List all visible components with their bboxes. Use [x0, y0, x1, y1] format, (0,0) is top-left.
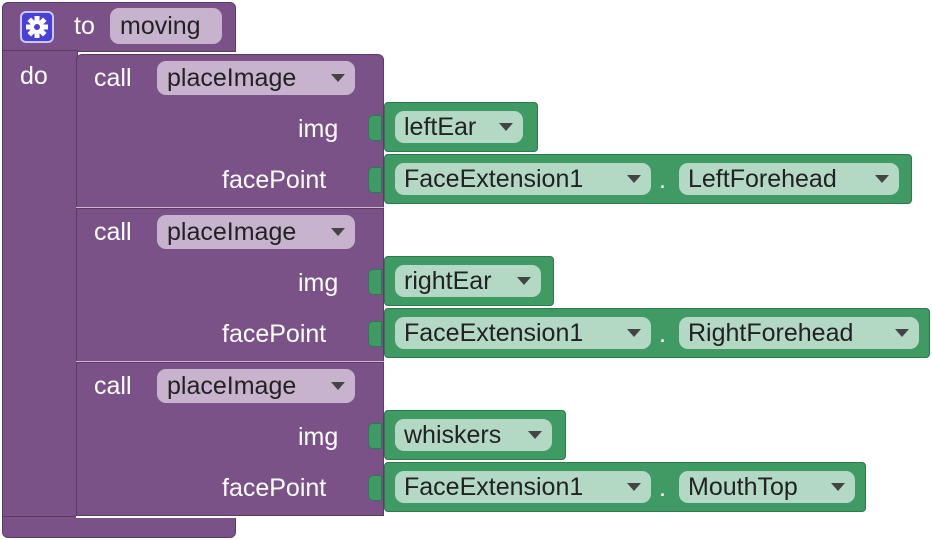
arg-label-img: img [298, 423, 339, 451]
procedure-dropdown[interactable]: placeImage [157, 369, 355, 403]
value-dropdown-label: whiskers [404, 421, 502, 449]
property-dropdown[interactable]: RightForehead [679, 317, 919, 349]
dot-separator: . [659, 320, 666, 348]
component-dropdown-label: FaceExtension1 [404, 473, 584, 501]
arg-label-img: img [298, 269, 339, 297]
keyword-call: call [94, 372, 132, 400]
value-dropdown[interactable]: leftEar [395, 111, 523, 143]
chevron-down-icon [627, 329, 641, 337]
value-dropdown-label: leftEar [404, 113, 477, 141]
chevron-down-icon [499, 123, 513, 131]
component-dropdown[interactable]: FaceExtension1 [395, 317, 651, 349]
chevron-down-icon [331, 228, 345, 236]
component-dropdown-label: FaceExtension1 [404, 319, 584, 347]
chevron-down-icon [875, 175, 889, 183]
chevron-down-icon [627, 483, 641, 491]
property-dropdown[interactable]: MouthTop [679, 471, 855, 503]
socket-tab [368, 423, 382, 449]
component-dropdown-label: FaceExtension1 [404, 165, 584, 193]
socket-tab [368, 321, 382, 347]
keyword-call: call [94, 64, 132, 92]
chevron-down-icon [331, 74, 345, 82]
property-dropdown[interactable]: LeftForehead [679, 163, 899, 195]
procedure-dropdown[interactable]: placeImage [157, 61, 355, 95]
arg-label-facepoint: facePoint [222, 320, 327, 348]
chevron-down-icon [528, 431, 542, 439]
arg-label-img: img [298, 115, 339, 143]
chevron-down-icon [331, 382, 345, 390]
property-dropdown-label: LeftForehead [688, 165, 837, 193]
socket-tab [368, 167, 382, 193]
arg-label-facepoint: facePoint [222, 474, 327, 502]
value-dropdown-label: rightEar [404, 267, 492, 295]
component-dropdown[interactable]: FaceExtension1 [395, 471, 651, 503]
procedure-dropdown-label: placeImage [167, 64, 297, 92]
socket-tab [368, 115, 382, 141]
block-divider [76, 361, 384, 362]
procedure-name-field[interactable]: moving [110, 8, 222, 44]
gear-icon[interactable] [20, 11, 54, 43]
procedure-footer[interactable] [2, 516, 236, 538]
chevron-down-icon [517, 277, 531, 285]
procedure-dropdown-label: placeImage [167, 372, 297, 400]
value-dropdown[interactable]: rightEar [395, 265, 541, 297]
component-dropdown[interactable]: FaceExtension1 [395, 163, 651, 195]
dot-separator: . [659, 166, 666, 194]
procedure-dropdown-label: placeImage [167, 218, 297, 246]
keyword-to: to [74, 12, 95, 40]
keyword-call: call [94, 218, 132, 246]
block-divider [76, 207, 384, 208]
keyword-do: do [20, 62, 48, 90]
chevron-down-icon [895, 329, 909, 337]
arg-label-facepoint: facePoint [222, 166, 327, 194]
block-bottom-line [76, 516, 236, 518]
procedure-name: moving [120, 12, 201, 40]
value-dropdown[interactable]: whiskers [395, 419, 552, 451]
procedure-dropdown[interactable]: placeImage [157, 215, 355, 249]
procedure-body[interactable] [2, 50, 78, 520]
chevron-down-icon [831, 483, 845, 491]
dot-separator: . [659, 474, 666, 502]
property-dropdown-label: MouthTop [688, 473, 798, 501]
property-dropdown-label: RightForehead [688, 319, 854, 347]
chevron-down-icon [627, 175, 641, 183]
socket-tab [368, 475, 382, 501]
socket-tab [368, 269, 382, 295]
